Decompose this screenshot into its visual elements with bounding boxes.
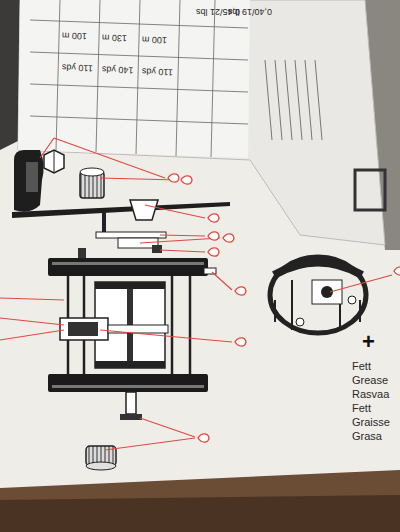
level-wind xyxy=(60,318,108,340)
legend-word: Graisse xyxy=(352,416,390,428)
handle-arm-slot xyxy=(26,162,38,192)
leader-lines xyxy=(0,138,392,450)
legend-word: Fett xyxy=(352,360,371,372)
plate-highlight xyxy=(52,262,204,265)
spool-flange xyxy=(95,282,165,289)
side-plate-rim xyxy=(274,263,362,276)
line-strength: 0,45/21 lbs xyxy=(196,6,240,16)
legend-word: Grease xyxy=(352,374,388,386)
oil-drop-symbol xyxy=(235,287,246,295)
spindle xyxy=(102,212,106,232)
frame-pillars xyxy=(68,276,190,374)
drag-knob-top xyxy=(80,168,104,176)
oil-drop-symbol xyxy=(208,248,219,256)
hex-nut xyxy=(44,150,64,173)
small-figure xyxy=(355,170,385,210)
end-cap-rim xyxy=(86,462,116,470)
oil-drop-symbol xyxy=(181,176,192,184)
side-screw xyxy=(296,318,304,326)
table-area xyxy=(18,0,250,158)
cone-bearing xyxy=(130,200,158,220)
table-cell: 140 yds xyxy=(102,63,134,74)
spool-flange xyxy=(95,361,165,368)
table-cell: 110 yds xyxy=(62,61,93,72)
table-cell: 100 m xyxy=(142,34,167,45)
oil-drop-symbol xyxy=(394,267,400,275)
grease-symbol: + xyxy=(362,330,375,354)
side-bearing xyxy=(312,280,342,304)
handle-arm xyxy=(14,150,44,212)
oil-drop-symbol xyxy=(198,434,209,442)
table-grid xyxy=(30,0,248,157)
bottom-side-plate xyxy=(48,374,208,392)
side-plate-ring xyxy=(270,257,366,333)
legend-word: Rasvaa xyxy=(352,388,389,400)
table-cell: 110 yds xyxy=(142,65,173,76)
screw xyxy=(78,248,86,258)
level-wind-guide xyxy=(68,322,98,336)
oil-drop-symbol xyxy=(168,174,179,182)
text-lines xyxy=(265,60,322,140)
top-side-plate xyxy=(48,258,208,276)
oil-drop-group xyxy=(168,174,400,442)
oil-drop-symbol xyxy=(235,338,246,346)
legend-word: Grasa xyxy=(352,430,382,442)
shaft-nut xyxy=(120,414,142,420)
table-cell: 130 m xyxy=(102,32,127,43)
washer xyxy=(96,232,166,238)
folded-sheet xyxy=(18,0,385,245)
screw xyxy=(152,245,162,253)
oil-drop-symbol xyxy=(208,214,219,222)
table-edge xyxy=(0,470,400,500)
legend-word: Fett xyxy=(352,402,371,414)
bottom-shaft xyxy=(126,392,136,414)
table-cell: 100 m xyxy=(62,30,87,41)
oil-drop-symbol xyxy=(208,232,219,240)
star-drag-plate xyxy=(12,202,230,218)
oil-drop-symbol xyxy=(223,234,234,242)
click-button xyxy=(204,268,216,274)
plate-highlight xyxy=(52,385,204,388)
side-screw xyxy=(348,296,356,304)
